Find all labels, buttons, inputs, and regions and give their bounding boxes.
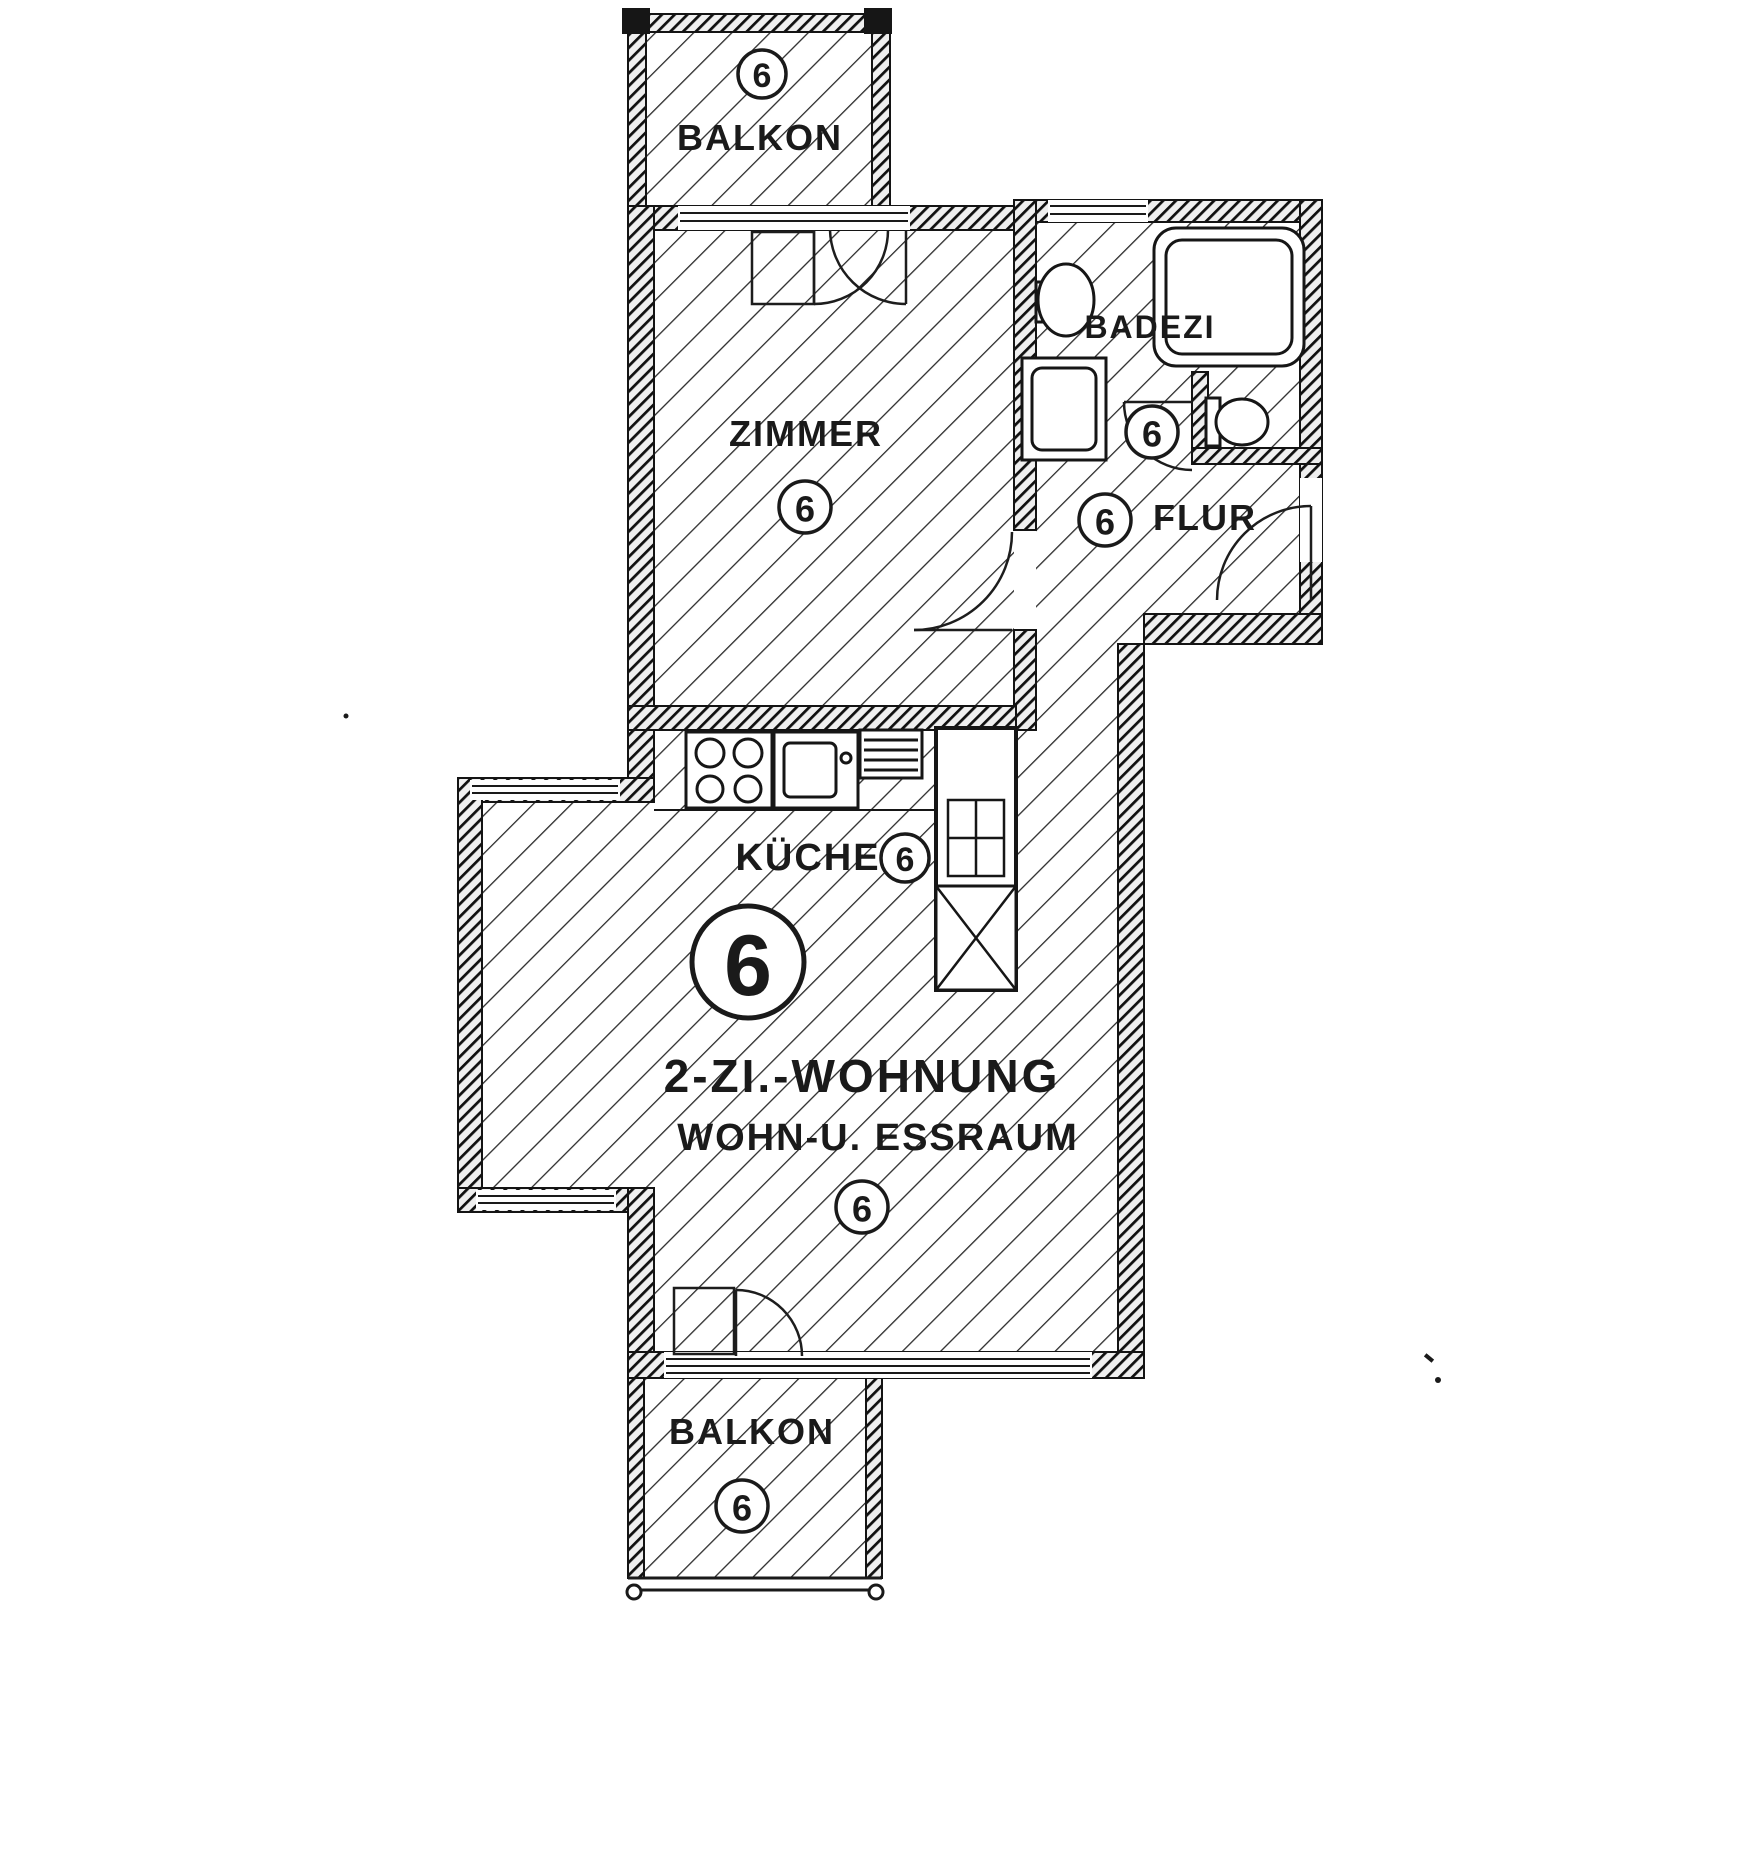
shower <box>1020 356 1108 462</box>
room-label-kueche: KÜCHE <box>735 836 880 879</box>
parapet-post <box>867 1583 885 1601</box>
room-labels: BALKON ZIMMER BADEZI FLUR KÜCHE 2-ZI.-WO… <box>664 117 1257 1452</box>
wall-segment <box>1191 447 1323 465</box>
room-label-wohnraum: WOHN-U. ESSRAUM <box>677 1117 1079 1159</box>
unit-number: 6 <box>724 918 772 1014</box>
fixtures <box>654 226 1306 992</box>
bath-sink <box>1034 262 1096 338</box>
stove <box>684 730 774 810</box>
zimmer-floor <box>654 230 1014 706</box>
doors <box>672 229 1313 1357</box>
balcony-bottom-floor <box>644 1376 866 1578</box>
unit-number: 6 <box>896 841 915 879</box>
wall-segment <box>865 1377 883 1579</box>
unit-number: 6 <box>1095 502 1115 543</box>
kitchen-sink <box>772 730 860 810</box>
unit-number: 6 <box>852 1189 872 1230</box>
scan-tick <box>1423 1353 1435 1363</box>
unit-badge-zimmer: 6 <box>777 479 833 535</box>
entrance-door <box>1215 504 1313 601</box>
wall-segment <box>457 777 483 1213</box>
room-label-balkon-top: BALKON <box>677 117 843 158</box>
unit-number: 6 <box>1142 414 1162 455</box>
balcony-door-bottom <box>672 1286 804 1357</box>
corner-post <box>864 8 892 34</box>
window-gap <box>476 1190 616 1210</box>
unit-badges: 6 6 6 6 6 6 6 6 <box>689 48 1180 1534</box>
scan-dot <box>343 713 349 719</box>
room-label-bad: BADEZI <box>1084 309 1215 345</box>
window-gap <box>1048 200 1148 222</box>
room-label-flur: FLUR <box>1153 497 1257 538</box>
unit-badge-main: 6 <box>689 903 807 1021</box>
parapet-post <box>625 1583 643 1601</box>
scan-dot <box>1435 1377 1441 1383</box>
wall-segment <box>1117 643 1145 1377</box>
scan-artifacts <box>343 713 1441 1383</box>
wall-corner-blocks <box>622 8 892 34</box>
room-label-zimmer: ZIMMER <box>729 413 883 454</box>
wall-segment <box>627 1377 645 1579</box>
balcony-door-top <box>750 229 908 306</box>
unit-title: 2-ZI.-WOHNUNG <box>664 1050 1061 1102</box>
drying-rack <box>858 728 924 780</box>
wall-segment <box>627 13 647 207</box>
wall-segment <box>627 13 891 33</box>
unit-badge-bad: 6 <box>1124 404 1180 460</box>
service-shaft <box>934 726 1018 992</box>
unit-number: 6 <box>795 489 815 530</box>
unit-badge-kueche: 6 <box>879 832 931 884</box>
unit-badge-flur: 6 <box>1077 492 1133 548</box>
window-gap <box>470 780 620 800</box>
wall-segment <box>627 205 655 803</box>
unit-badge-balkon-top: 6 <box>736 48 788 100</box>
unit-number: 6 <box>753 57 772 95</box>
bathtub <box>1152 226 1306 368</box>
unit-number: 6 <box>732 1488 752 1529</box>
wall-segment <box>627 1187 655 1379</box>
living-kitchen-floor <box>482 644 1118 1352</box>
wall-segment <box>871 13 891 207</box>
corner-post <box>622 8 650 34</box>
wall-segment <box>1013 629 1037 731</box>
unit-badge-wohnraum: 6 <box>834 1179 890 1235</box>
zimmer-door <box>913 531 1014 632</box>
wall-segment <box>1143 613 1323 645</box>
room-label-balkon-bottom: BALKON <box>669 1411 835 1452</box>
toilet <box>1204 396 1270 448</box>
unit-badge-balkon-bottom: 6 <box>714 1478 770 1534</box>
window-gap <box>678 206 910 230</box>
